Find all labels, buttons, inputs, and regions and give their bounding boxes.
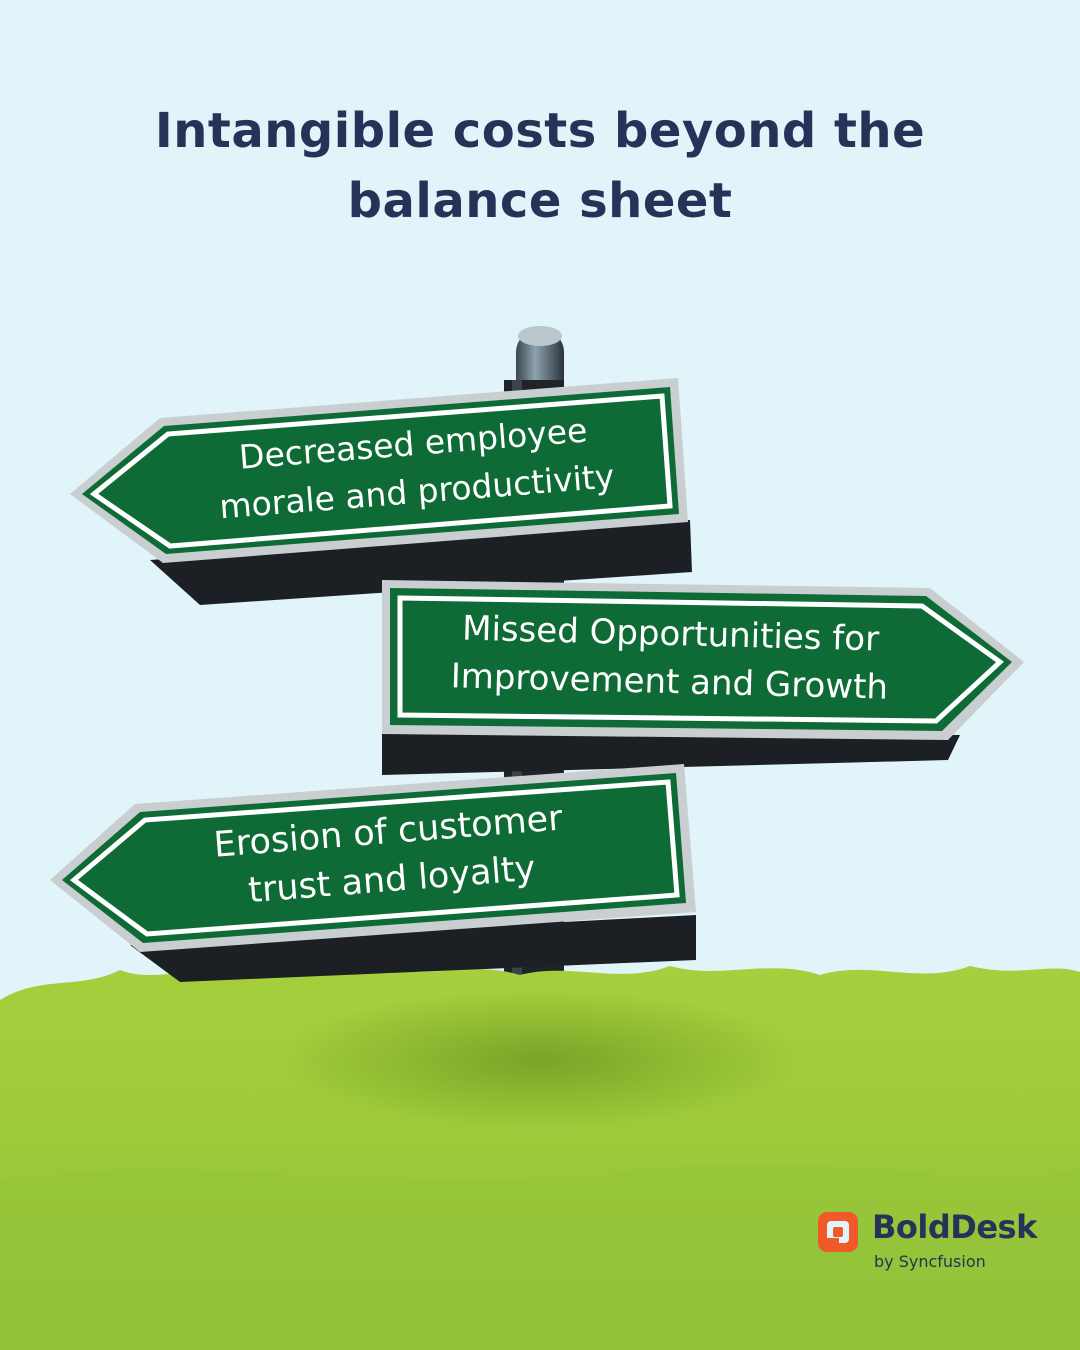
sign-3 (50, 764, 696, 982)
sign-2 (382, 580, 1024, 775)
logo-name: BoldDesk (872, 1208, 1037, 1246)
sign-1 (70, 378, 692, 605)
grass-field (0, 966, 1080, 1350)
title-line-1: Intangible costs beyond the (154, 103, 926, 159)
logo-byline: by Syncfusion (874, 1252, 986, 1271)
page-title: Intangible costs beyond the balance shee… (0, 96, 1080, 236)
bolddesk-logo: BoldDesk by Syncfusion (816, 1208, 1056, 1280)
title-line-2: balance sheet (347, 173, 733, 229)
sign-2-label: Missed Opportunities for Improvement and… (419, 603, 921, 712)
bolddesk-logo-icon (818, 1212, 858, 1252)
